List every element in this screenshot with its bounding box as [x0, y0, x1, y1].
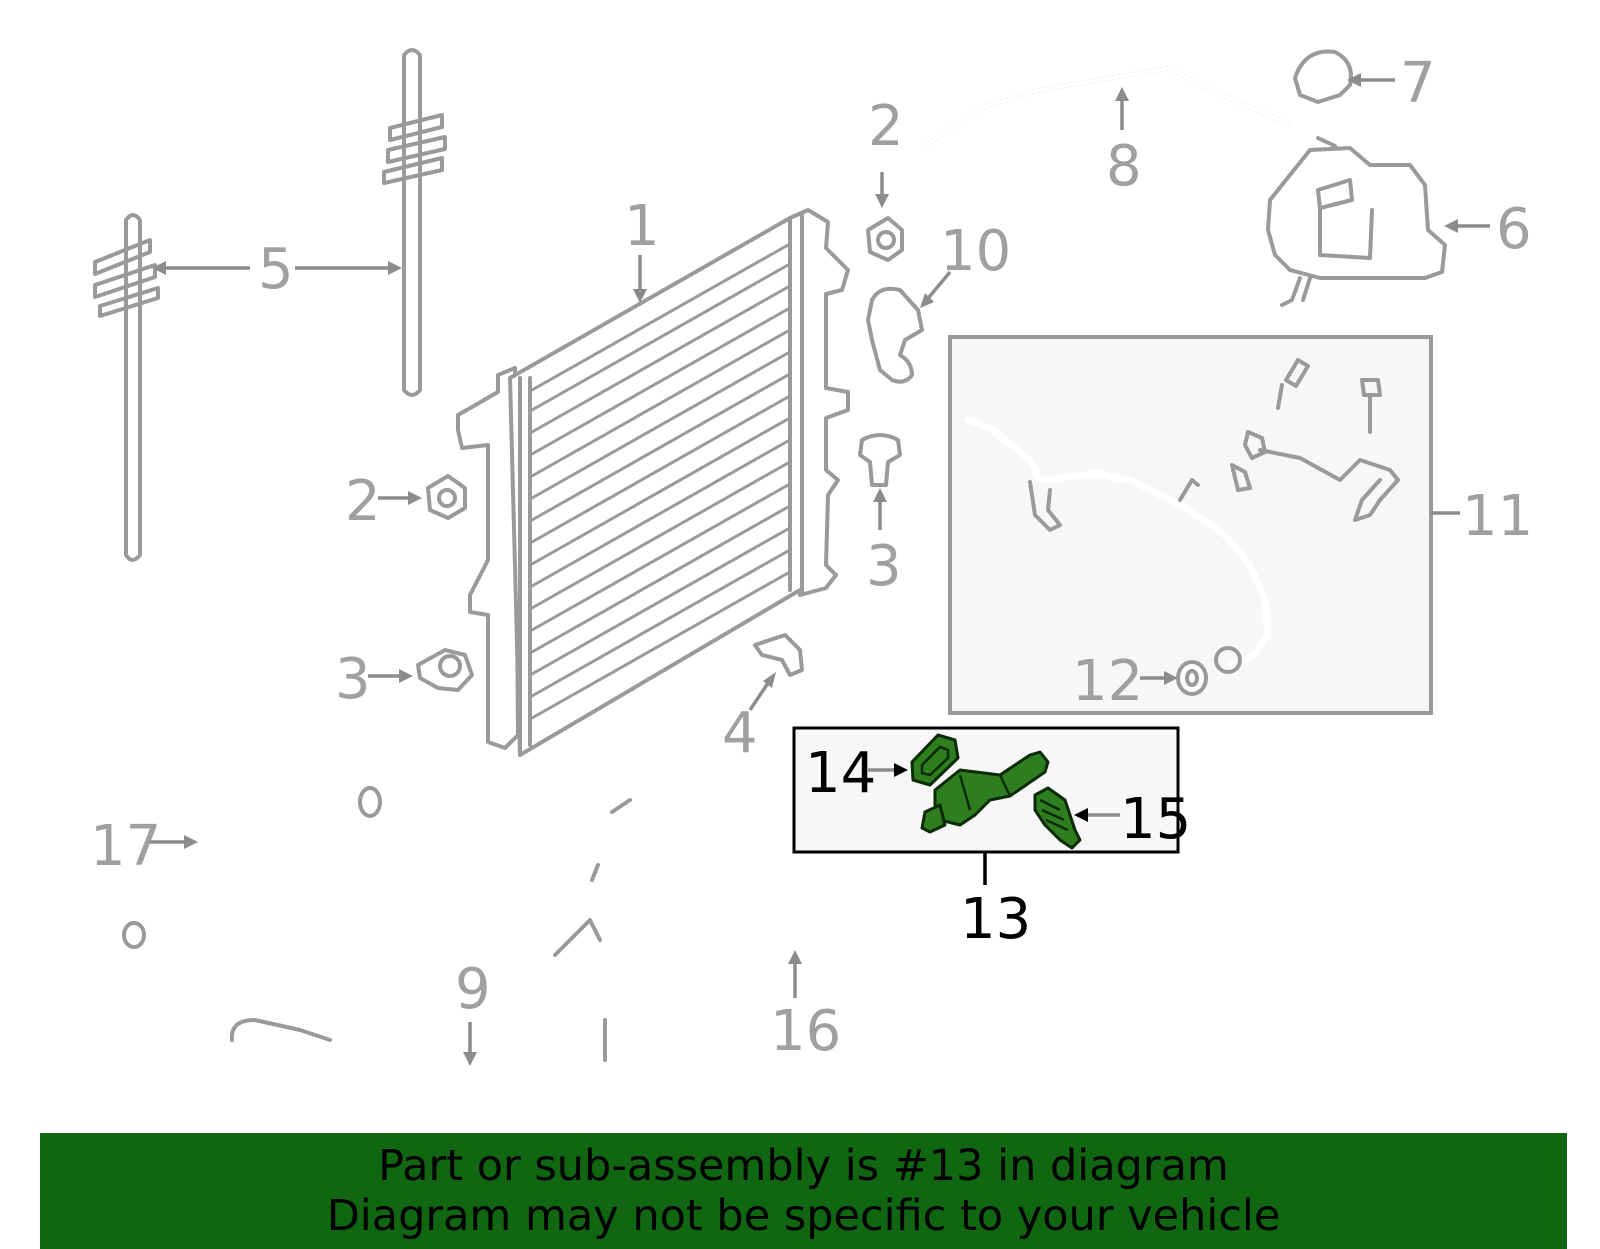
bolt-right	[858, 433, 902, 487]
coolant-reservoir	[1266, 136, 1447, 307]
upper-hose	[122, 783, 385, 962]
arrow-12	[1164, 671, 1178, 685]
info-banner: Part or sub-assembly is #13 in diagram D…	[40, 1133, 1567, 1249]
label-16: 16	[770, 999, 841, 1064]
o-ring-hole	[1185, 669, 1199, 687]
label-8: 8	[1106, 134, 1142, 199]
label-2-upper: 2	[868, 94, 904, 159]
arrow-7	[1347, 73, 1361, 87]
arrow-15	[1074, 808, 1088, 822]
arrow-5-left	[152, 261, 166, 275]
label-10: 10	[940, 219, 1011, 284]
overflow-hose	[920, 66, 1292, 150]
arrow-1	[633, 289, 647, 303]
arrow-4	[763, 672, 776, 688]
banner-line-1: Part or sub-assembly is #13 in diagram	[378, 1141, 1229, 1191]
label-3-left: 3	[335, 647, 371, 712]
pipe-assembly	[964, 358, 1400, 674]
label-3-right: 3	[866, 534, 902, 599]
arrow-17	[184, 835, 198, 849]
nut-lower	[426, 474, 467, 520]
label-14: 14	[805, 741, 876, 806]
arrow-3-left	[399, 669, 413, 683]
lower-hose	[229, 709, 674, 1096]
bypass-hose	[669, 842, 884, 941]
label-1: 1	[624, 194, 660, 259]
label-9: 9	[455, 957, 491, 1022]
label-2-lower: 2	[345, 469, 381, 534]
radiator	[456, 208, 850, 757]
thermostat-housing	[920, 750, 1050, 834]
arrow-3-right	[873, 488, 887, 502]
leader-10	[923, 270, 952, 304]
label-15: 15	[1120, 787, 1191, 852]
bolt-left	[416, 648, 474, 692]
label-6: 6	[1496, 197, 1532, 262]
temperature-sensor	[1033, 786, 1082, 850]
o-ring	[1176, 660, 1208, 696]
label-12: 12	[1072, 649, 1143, 714]
bracket	[753, 633, 804, 677]
arrow-14	[894, 763, 908, 777]
label-4: 4	[722, 701, 758, 766]
arrow-2-lower	[408, 491, 422, 505]
banner-line-2: Diagram may not be specific to your vehi…	[326, 1191, 1281, 1241]
label-7: 7	[1400, 51, 1436, 116]
label-13: 13	[960, 887, 1031, 952]
reservoir-cap	[1293, 49, 1353, 104]
arrow-8	[1115, 87, 1129, 101]
arrow-6	[1444, 219, 1458, 233]
label-17: 17	[90, 814, 161, 879]
support-rod-left	[93, 213, 160, 562]
arrow-2-upper	[875, 194, 889, 208]
support-rod-right	[382, 48, 447, 397]
arrow-16	[788, 950, 802, 964]
label-5: 5	[258, 237, 294, 302]
arrow-9	[463, 1052, 477, 1066]
upper-connector	[866, 286, 924, 384]
arrow-10	[920, 293, 934, 308]
nut-upper	[866, 216, 904, 262]
pipe-assembly-box	[948, 335, 1433, 715]
arrow-5-right	[388, 261, 402, 275]
leader-4	[748, 679, 772, 711]
label-11: 11	[1462, 484, 1533, 549]
gasket	[910, 733, 960, 787]
